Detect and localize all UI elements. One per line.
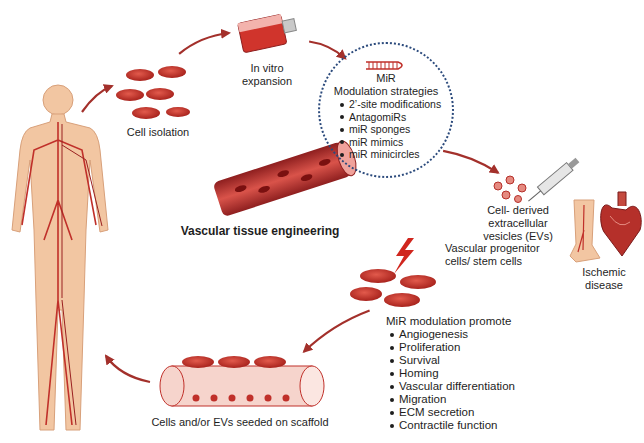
list-item: Survival [399, 354, 440, 367]
strategy-item: miR sponges [349, 123, 410, 136]
expansion-step: In vitro expansion [222, 2, 310, 96]
bullet-dot [390, 398, 394, 402]
strategies-heading: Modulation strategies [320, 85, 452, 98]
strategy-item: miR minicircles [349, 148, 420, 161]
node-text: Vascular tissue engineering [160, 224, 360, 238]
isolated-cells [116, 66, 190, 119]
list-item: Vascular differentiation [399, 380, 515, 393]
node-text: Cell- derived extracellular vesicles (EV… [468, 204, 568, 243]
bullet-row: Homing [386, 367, 515, 380]
bullet-dot [340, 128, 344, 132]
text-area: Vascular tissue engineering [160, 224, 360, 238]
syringe [525, 156, 580, 205]
flow-arrow [106, 356, 150, 382]
list-item: Contractile function [399, 419, 497, 432]
scaffold [160, 356, 324, 406]
strategy-item: AntagomiRs [349, 111, 406, 124]
lightning-bolt [394, 238, 414, 274]
human-figure [12, 85, 108, 430]
bullet-row: Contractile function [386, 419, 515, 432]
bullet-dot [390, 372, 394, 376]
bullet-dot [390, 359, 394, 363]
list-item: Proliferation [399, 341, 460, 354]
bullet-row: miR minicircles [320, 148, 452, 161]
bullet-row: Migration [386, 393, 515, 406]
node-text: Cell isolation [110, 126, 206, 139]
bullet-dot [390, 411, 394, 415]
node-text: Vascular progenitor cells/ stem cells [445, 242, 549, 268]
text-area: Cell isolation [110, 126, 206, 139]
text-area: Cell- derived extracellular vesicles (EV… [468, 204, 568, 243]
text-area: Cells and/or EVs seeded on scaffold [140, 416, 340, 429]
ischemic-disease: Ischemic disease [566, 188, 642, 295]
bullet-row: miR sponges [320, 123, 452, 136]
text-area: In vitro expansion [236, 62, 298, 88]
bullet-dot [390, 333, 394, 337]
list-item: ECM secretion [399, 406, 474, 419]
flow-arrow [443, 151, 498, 173]
flow-arrow [82, 86, 112, 112]
culture-flask [238, 12, 299, 53]
mirna-hairpin [364, 59, 408, 71]
bullet-dot [390, 385, 394, 389]
flow-arrow [309, 41, 345, 58]
text-area: Vascular progenitor cells/ stem cells [445, 242, 549, 268]
scaffold-step: Cells and/or EVs seeded on scaffold [140, 350, 340, 436]
bullet-row: Proliferation [386, 341, 515, 354]
leg-and-heart [570, 192, 641, 262]
bullet-dot [340, 115, 344, 119]
list-item: Migration [399, 393, 446, 406]
bullet-row: ECM secretion [386, 406, 515, 419]
mir-title: MiR [320, 72, 452, 85]
bullet-row: AntagomiRs [320, 111, 452, 124]
list-item: Angiogenesis [399, 328, 468, 341]
cell-isolation-step: Cell isolation [110, 50, 206, 145]
flow-arrow [179, 33, 229, 54]
strategy-item: miR mimics [349, 136, 403, 149]
bullet-dot [390, 346, 394, 350]
text-area: Ischemic disease [566, 266, 642, 292]
progenitor-cells-step: Vascular progenitor cells/ stem cells [345, 236, 550, 312]
node-text: Cells and/or EVs seeded on scaffold [140, 416, 340, 429]
outcome-list: MiR modulation promoteAngiogenesisProlif… [386, 315, 515, 432]
progenitor-cells [350, 269, 436, 307]
bullet-dot [340, 140, 344, 144]
blood-vessel [213, 139, 360, 217]
bullet-dot [390, 424, 394, 428]
tissue-engineering-label: Vascular tissue engineering [160, 140, 360, 241]
bullet-row: Survival [386, 354, 515, 367]
flow-arrow [304, 310, 370, 351]
bullet-row: miR mimics [320, 136, 452, 149]
list-heading: MiR modulation promote [386, 315, 515, 328]
bullet-dot [340, 153, 344, 157]
mir-strategies-circle: MiRModulation strategies2’-site modifica… [318, 42, 454, 178]
node-text: In vitro expansion [236, 62, 298, 88]
bullet-row: 2’-site modifications [320, 98, 452, 111]
node-text: Ischemic disease [566, 266, 642, 292]
bullet-dot [340, 103, 344, 107]
list-item: Homing [399, 367, 439, 380]
extracellular-vesicles [494, 176, 526, 203]
ev-step: Cell- derived extracellular vesicles (EV… [468, 158, 568, 250]
bullet-row: Vascular differentiation [386, 380, 515, 393]
bullet-row: Angiogenesis [386, 328, 515, 341]
strategy-item: 2’-site modifications [349, 98, 441, 111]
